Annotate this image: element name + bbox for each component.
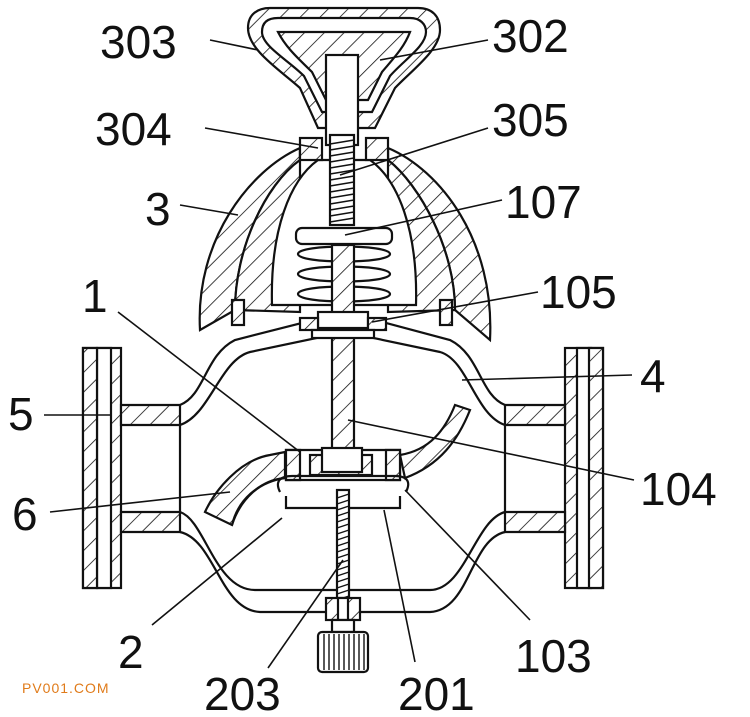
bottom-screw xyxy=(316,488,370,674)
disc-assembly xyxy=(276,446,410,510)
label-2: 2 xyxy=(118,626,144,678)
label-302: 302 xyxy=(492,10,569,62)
label-4: 4 xyxy=(640,350,666,402)
right-flange xyxy=(563,346,605,590)
label-3: 3 xyxy=(145,183,171,235)
part-labels: 303 302 304 305 3 107 1 105 5 4 6 104 2 … xyxy=(8,10,717,717)
label-104: 104 xyxy=(640,463,717,515)
watermark: PV001.COM xyxy=(22,680,110,696)
leader-lines xyxy=(44,39,635,669)
label-304: 304 xyxy=(95,103,172,155)
label-303: 303 xyxy=(100,16,177,68)
label-105: 105 xyxy=(540,266,617,318)
label-305: 305 xyxy=(492,94,569,146)
label-5: 5 xyxy=(8,388,34,440)
label-203: 203 xyxy=(204,668,281,717)
label-107: 107 xyxy=(505,176,582,228)
left-flange xyxy=(81,346,123,590)
label-201: 201 xyxy=(398,668,475,717)
stem xyxy=(294,53,394,452)
valve-body xyxy=(179,310,506,614)
label-1: 1 xyxy=(82,270,108,322)
label-103: 103 xyxy=(515,630,592,682)
label-6: 6 xyxy=(12,488,38,540)
